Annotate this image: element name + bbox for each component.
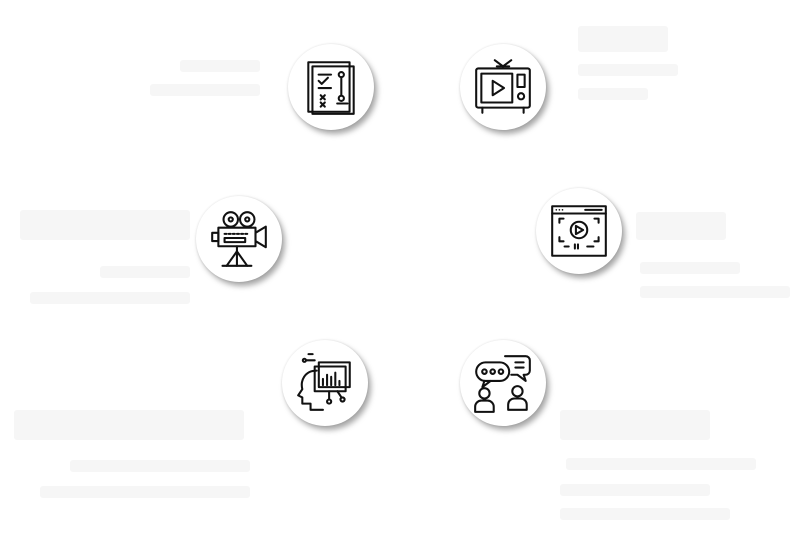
ghost-heading-top-left <box>146 6 266 38</box>
video-player-icon <box>551 205 607 257</box>
head-analytics-circle <box>282 340 368 426</box>
head-analytics-icon <box>297 353 351 411</box>
ghost-line <box>14 410 244 440</box>
discussion-people-icon <box>474 355 531 413</box>
ghost-line <box>578 26 668 52</box>
video-player-circle <box>536 188 622 274</box>
ghost-line <box>640 286 790 298</box>
movie-camera-circle <box>196 196 282 282</box>
ghost-line <box>100 266 190 278</box>
ghost-line <box>150 84 260 96</box>
planning-circle <box>288 44 374 130</box>
ghost-line <box>560 410 710 440</box>
ghost-line <box>560 508 730 520</box>
ghost-line <box>40 486 250 498</box>
ghost-line <box>640 262 740 274</box>
movie-camera-icon <box>211 211 267 267</box>
planning-checklist-icon <box>307 61 355 115</box>
ghost-line <box>30 292 190 304</box>
ghost-line <box>578 88 648 100</box>
ghost-line <box>636 212 726 240</box>
television-icon <box>475 59 531 114</box>
ghost-line <box>180 60 260 72</box>
television-circle <box>460 44 546 130</box>
ghost-line <box>560 484 710 496</box>
ghost-line <box>566 458 756 470</box>
ghost-line <box>20 210 190 240</box>
ghost-line <box>578 64 678 76</box>
discussion-circle <box>460 340 546 426</box>
ghost-line <box>70 460 250 472</box>
